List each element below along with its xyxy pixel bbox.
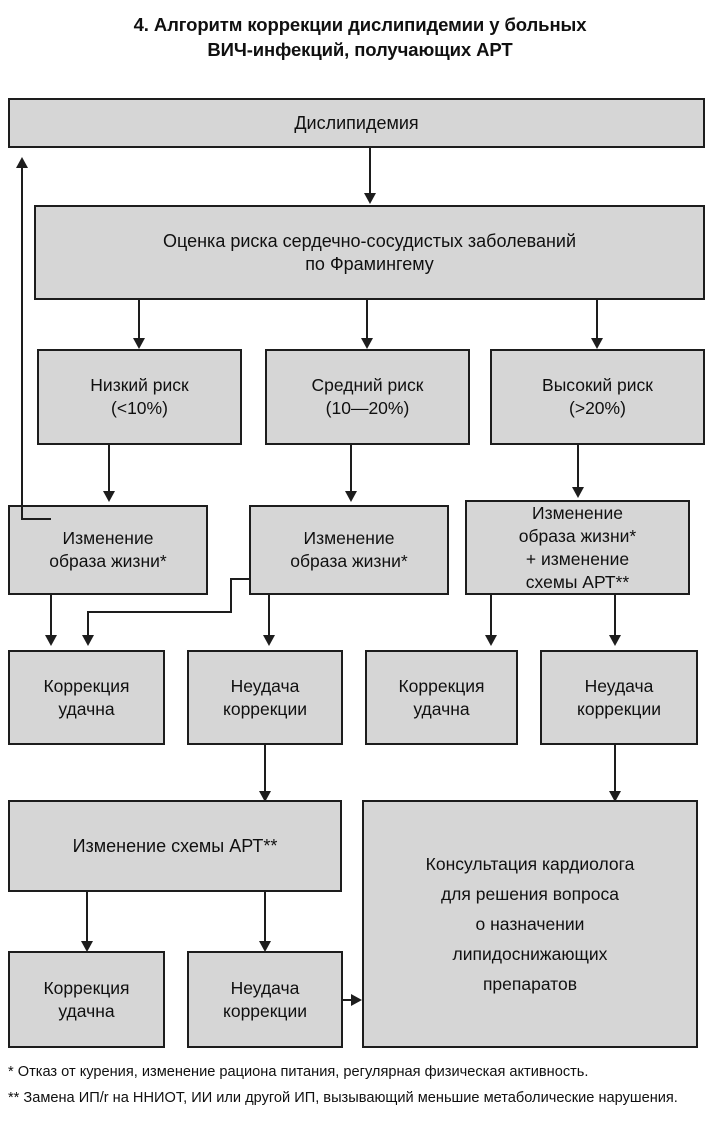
node-correction-success-1: Коррекция удачна [8,650,165,745]
node-correction-success-3: Коррекция удачна [8,951,165,1048]
node-lifestyle-medium-label: Изменение образа жизни* [290,528,408,571]
node-correction-failure-1: Неудача коррекции [187,650,343,745]
arrowhead-cardiologist-in-left [351,994,362,1006]
node-art-change: Изменение схемы АРТ** [8,800,342,892]
arrowhead-risk-high-in [591,338,603,349]
arrowhead-artchange-in [259,791,271,802]
connector-failure2-to-cardiologist [614,745,616,793]
node-risk-medium: Средний риск (10—20%) [265,349,470,445]
node-risk-low: Низкий риск (<10%) [37,349,242,445]
elbow-lifestylemed-drop [87,611,89,637]
connector-risk-to-medium [366,300,368,340]
feedback-connector-vertical [21,168,23,520]
page-title-line1: 4. Алгоритм коррекции дислипидемии у бол… [133,14,587,35]
node-correction-success-2: Коррекция удачна [365,650,518,745]
node-cardiologist: Консультация кардиолога для решения вопр… [362,800,698,1048]
node-risk-high-label: Высокий риск (>20%) [542,375,653,418]
feedback-connector-horizontal [21,518,51,520]
connector-lifestylehigh-to-failure2 [614,595,616,637]
arrowhead-success1-in [45,635,57,646]
connector-failure1-to-artchange [264,745,266,793]
elbow-lifestylemed-bottom-horizontal [87,611,232,613]
node-risk-assessment-label: Оценка риска сердечно-сосудистых заболев… [162,230,576,274]
node-dyslipidemia-label: Дислипидемия [294,112,419,133]
arrowhead-risk-low-in [133,338,145,349]
node-lifestyle-low: Изменение образа жизни* [8,505,208,595]
connector-artchange-to-failure3 [264,892,266,943]
connector-risklow-to-lifestylelow [108,445,110,493]
arrowhead-lifestyle-medium-in [345,491,357,502]
node-risk-assessment: Оценка риска сердечно-сосудистых заболев… [34,205,705,300]
connector-lifestylemed-to-failure1 [268,595,270,637]
node-correction-failure-2: Неудача коррекции [540,650,698,745]
connector-dyslipidemia-to-risk [369,148,371,195]
arrowhead-lifestyle-high-in [572,487,584,498]
node-lifestyle-high-label: Изменение образа жизни* + изменение схем… [518,502,637,592]
node-cardiologist-label: Консультация кардиолога для решения вопр… [425,854,635,994]
arrowhead-risk-in [364,193,376,204]
node-lifestyle-low-label: Изменение образа жизни* [49,528,167,571]
connector-failure3-to-cardiologist [343,999,352,1001]
node-correction-success-2-label: Коррекция удачна [398,675,485,719]
arrowhead-failure3-in [259,941,271,952]
node-lifestyle-medium: Изменение образа жизни* [249,505,449,595]
footnote-two: ** Замена ИП/r на ННИОТ, ИИ или другой И… [8,1090,678,1106]
connector-riskmed-to-lifestylemed [350,445,352,493]
arrowhead-success1-in-secondary [82,635,94,646]
arrowhead-lifestyle-low-in [103,491,115,502]
page-title: 4. Алгоритм коррекции дислипидемии у бол… [0,12,720,62]
node-art-change-label: Изменение схемы АРТ** [72,835,278,856]
node-correction-failure-2-label: Неудача коррекции [576,675,661,719]
elbow-lifestylemed-vertical [230,578,232,611]
page-title-line2: ВИЧ-инфекций, получающих АРТ [207,39,513,60]
connector-lifestylehigh-to-success2 [490,595,492,637]
arrowhead-success3-in [81,941,93,952]
connector-risk-to-low [138,300,140,340]
footnote-one: * Отказ от курения, изменение рациона пи… [8,1064,589,1080]
node-correction-success-1-label: Коррекция удачна [43,675,130,719]
node-risk-high: Высокий риск (>20%) [490,349,705,445]
arrowhead-failure2-in [609,635,621,646]
footnotes: * Отказ от курения, изменение рациона пи… [8,1062,714,1114]
node-lifestyle-high: Изменение образа жизни* + изменение схем… [465,500,690,595]
node-correction-failure-3: Неудача коррекции [187,951,343,1048]
connector-riskhigh-to-lifestylehigh [577,445,579,489]
node-correction-failure-3-label: Неудача коррекции [222,977,307,1021]
arrowhead-feedback-to-dyslipidemia [16,157,28,168]
connector-risk-to-high [596,300,598,340]
arrowhead-success2-in [485,635,497,646]
node-correction-success-3-label: Коррекция удачна [43,977,130,1021]
node-risk-medium-label: Средний риск (10—20%) [311,375,424,418]
arrowhead-failure1-in [263,635,275,646]
node-dyslipidemia: Дислипидемия [8,98,705,148]
connector-lifestylelow-to-success1 [50,595,52,637]
arrowhead-risk-medium-in [361,338,373,349]
node-correction-failure-1-label: Неудача коррекции [222,675,307,719]
elbow-lifestylemed-top-horizontal [230,578,251,580]
connector-artchange-to-success3 [86,892,88,943]
node-risk-low-label: Низкий риск (<10%) [90,375,189,418]
arrowhead-cardiologist-in-top [609,791,621,802]
